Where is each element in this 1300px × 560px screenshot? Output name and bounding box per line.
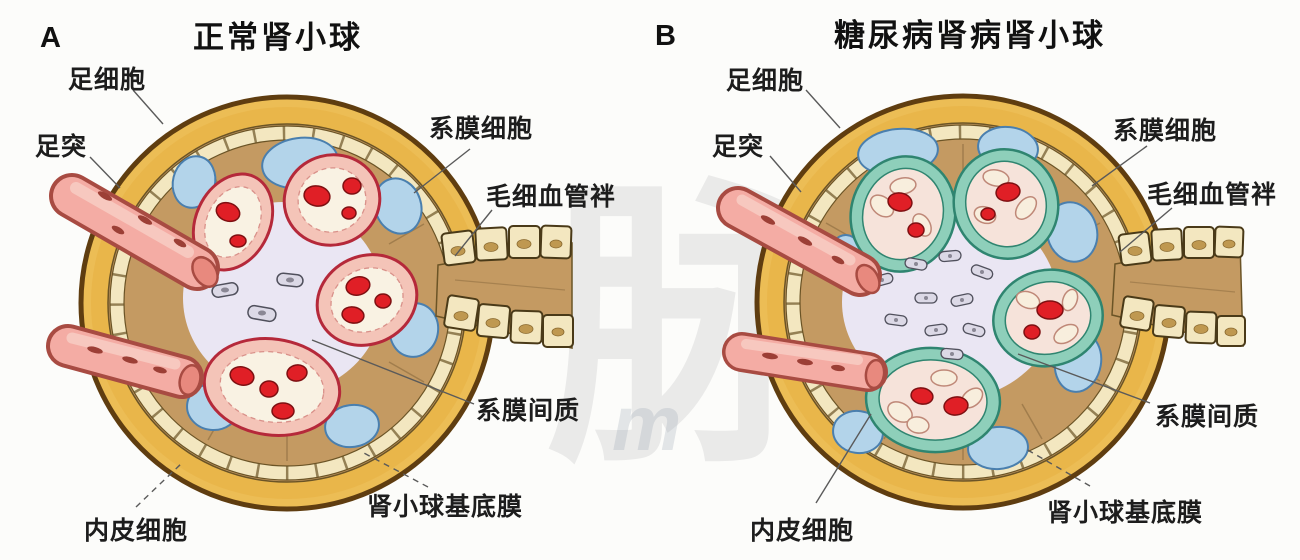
leader-lines xyxy=(89,89,1173,508)
leader-podocyte-b xyxy=(805,89,841,129)
label-mesangial-cell-a: 系膜细胞 xyxy=(429,115,534,143)
label-podocyte-a: 足细胞 xyxy=(68,66,147,94)
label-endothelial-cell-b: 内皮细胞 xyxy=(750,517,855,545)
panel-title-b: 糖尿病肾病肾小球 xyxy=(834,18,1106,53)
arterioles-a xyxy=(46,173,220,399)
label-basement-membrane-b: 肾小球基底膜 xyxy=(1047,499,1204,527)
panel-title-a: 正常肾小球 xyxy=(193,20,363,55)
leader-mesangial-matrix-b xyxy=(1017,353,1151,404)
tubule-cell-nuclei xyxy=(1127,239,1238,337)
label-capillary-loop-a: 毛细血管袢 xyxy=(486,183,617,211)
label-basement-membrane-a: 肾小球基底膜 xyxy=(367,493,524,521)
red-blood-cells-b xyxy=(887,182,1064,416)
panel-b-illustration xyxy=(716,93,1246,511)
leader-foot-process-b xyxy=(769,155,802,193)
panel-letter-a: A xyxy=(40,22,61,54)
vessel-nuclei xyxy=(760,215,845,265)
leader-endothelial-cell-a xyxy=(135,461,184,508)
mesangial-cells-a xyxy=(211,272,304,323)
mesangial-cell-nuclei xyxy=(880,254,984,356)
tubule-b xyxy=(1111,225,1246,347)
leader-basement-membrane-b xyxy=(1025,448,1091,487)
leader-endothelial-cell-b xyxy=(815,413,872,504)
panel-letter-b: B xyxy=(655,20,676,52)
label-podocyte-b: 足细胞 xyxy=(726,67,805,95)
vessel-nuclei xyxy=(97,191,187,248)
leader-podocyte-a xyxy=(132,89,164,125)
label-mesangial-matrix-b: 系膜间质 xyxy=(1155,403,1260,431)
lobule-cells-b xyxy=(869,169,1079,434)
label-mesangial-cell-b: 系膜细胞 xyxy=(1113,117,1218,145)
red-blood-cells-a xyxy=(215,177,392,420)
leader-mesangial-cell-a xyxy=(413,148,471,194)
panel-a-illustration xyxy=(46,94,574,512)
vessel-nuclei xyxy=(762,352,845,372)
watermark-latin-letter: m xyxy=(612,379,682,467)
label-foot-process-b: 足突 xyxy=(712,133,765,161)
leader-capillary-loop-a xyxy=(454,209,493,257)
label-mesangial-matrix-a: 系膜间质 xyxy=(476,397,581,425)
vessel-nuclei xyxy=(87,346,167,374)
tubule-a xyxy=(435,224,574,349)
leader-basement-membrane-a xyxy=(361,451,429,488)
arterioles-b xyxy=(716,186,888,392)
leader-capillary-loop-b xyxy=(1119,207,1173,253)
label-capillary-loop-b: 毛细血管袢 xyxy=(1147,181,1278,209)
label-endothelial-cell-a: 内皮细胞 xyxy=(84,517,189,545)
tubule-cell-nuclei xyxy=(450,239,565,337)
tubule-cells xyxy=(1117,225,1246,347)
label-foot-process-a: 足突 xyxy=(35,133,88,161)
leader-foot-process-a xyxy=(89,156,121,189)
leader-mesangial-matrix-a xyxy=(311,339,475,405)
leader-mesangial-cell-b xyxy=(1091,145,1148,187)
